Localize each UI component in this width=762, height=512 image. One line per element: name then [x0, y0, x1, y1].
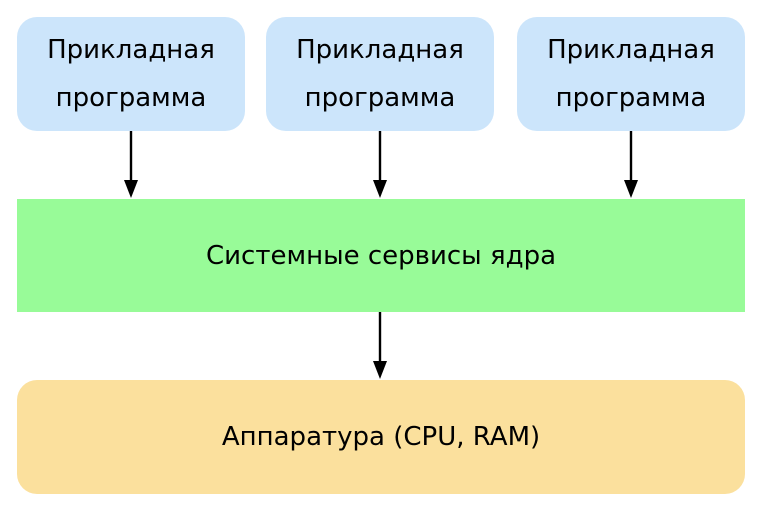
application-box-3: Прикладная программа — [517, 17, 745, 131]
arrow-app2-to-kernel — [373, 131, 387, 198]
application-box-1: Прикладная программа — [17, 17, 245, 131]
arrow-app3-to-kernel — [624, 131, 638, 198]
application-box-1-line2: программа — [55, 83, 207, 113]
kernel-services-label: Системные сервисы ядра — [205, 240, 557, 271]
arrow-kernel-to-hardware — [373, 312, 387, 379]
arrow-app1-to-kernel — [124, 131, 138, 198]
application-box-3-line2: программа — [555, 83, 707, 113]
hardware-box: Аппаратура (CPU, RAM) — [17, 380, 745, 494]
application-box-2-line2: программа — [304, 83, 456, 113]
application-box-2-line1: Прикладная — [296, 35, 464, 65]
hardware-label: Аппаратура (CPU, RAM) — [221, 422, 541, 452]
kernel-services-box: Системные сервисы ядра — [17, 199, 745, 312]
application-box-1-line1: Прикладная — [47, 35, 215, 65]
application-box-2: Прикладная программа — [266, 17, 494, 131]
application-box-3-line1: Прикладная — [547, 35, 715, 65]
